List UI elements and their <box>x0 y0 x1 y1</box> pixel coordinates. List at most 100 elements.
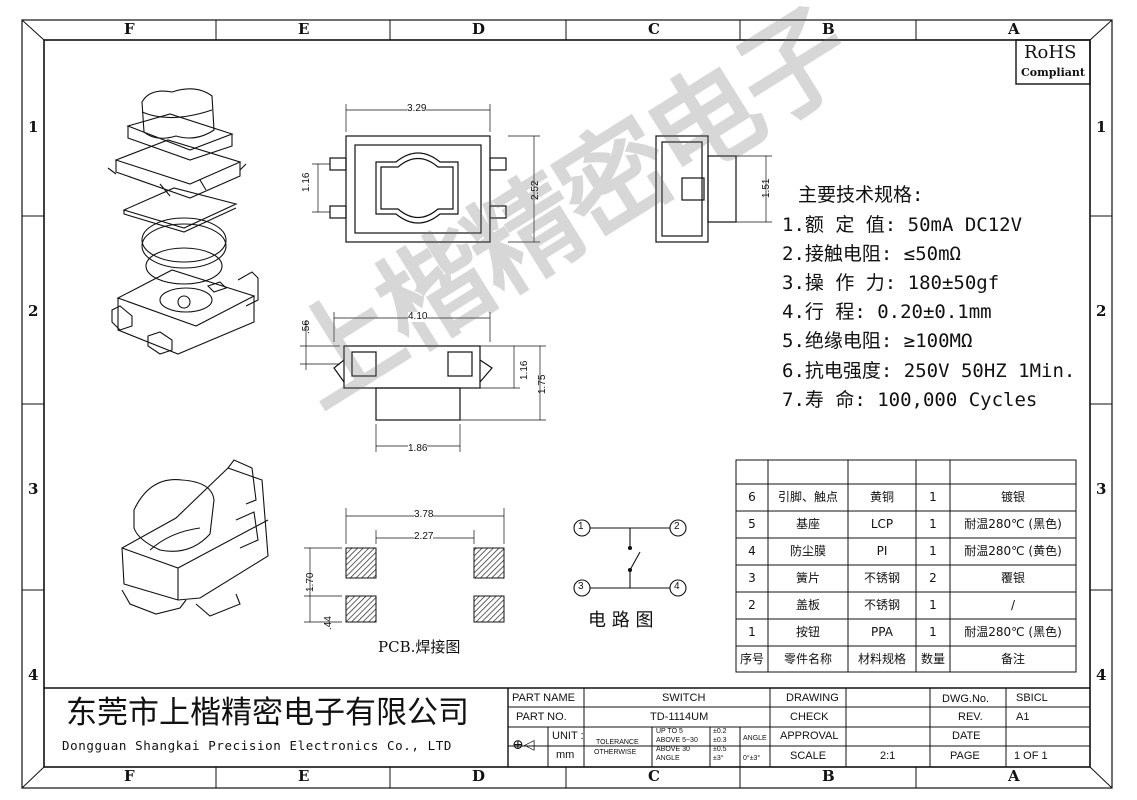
zone-col-b-top: B <box>822 20 835 38</box>
zone-col-a-top: A <box>1008 20 1020 38</box>
bom-header-cell: 零件名称 <box>783 652 832 666</box>
angle-value: 0°±3° <box>743 755 761 762</box>
unit-value: mm <box>556 749 575 761</box>
spec-item: 4.行 程: 0.20±0.1mm <box>782 301 992 323</box>
bom-cell: 6 <box>748 490 756 504</box>
zone-col-c-bottom: C <box>648 767 660 785</box>
bom-cell: 不锈钢 <box>863 598 900 612</box>
zone-col-f-bottom: F <box>124 767 135 785</box>
title-block-lines <box>44 687 1090 767</box>
bom-cell: 防尘膜 <box>789 544 826 558</box>
dim-body-height: 1.16 <box>519 360 530 380</box>
top-view <box>312 104 540 243</box>
zone-col-e-bottom: E <box>298 767 310 785</box>
bom-cell: 按钮 <box>795 625 820 639</box>
bom-cell: 2 <box>748 598 756 612</box>
bom-cell: 1 <box>929 625 937 639</box>
date-label: DATE <box>952 730 981 742</box>
spec-item: 2.接触电阻: ≤50mΩ <box>782 243 961 265</box>
exploded-view <box>107 88 259 355</box>
rohs-title: RoHS <box>1024 42 1077 63</box>
bom-cell: 1 <box>929 544 937 558</box>
rohs-subtitle: Compliant <box>1021 66 1085 79</box>
circuit-label: 电 路 图 <box>588 610 654 631</box>
page-label: PAGE <box>950 750 980 762</box>
bom-cell: 黄铜 <box>869 490 894 504</box>
dim-pad-inner: 2.27 <box>414 531 434 542</box>
spec-item: 5.绝缘电阻: ≥100MΩ <box>782 330 973 352</box>
zone-col-e-top: E <box>298 20 310 38</box>
page-value: 1 OF 1 <box>1014 750 1048 762</box>
spec-item: 7.寿 命: 100,000 Cycles <box>782 389 1038 411</box>
scale-label: SCALE <box>790 750 827 762</box>
tolerance-range: ANGLE <box>656 755 680 762</box>
circuit-pin-4: 4 <box>674 581 680 592</box>
zone-row-1-left: 1 <box>28 118 39 136</box>
dim-height-top: 2.52 <box>530 180 541 200</box>
tolerance-label: TOLERANCE <box>596 739 639 746</box>
bom-cell: 1 <box>929 517 937 531</box>
spec-item: 6.抗电强度: 250V 50HZ 1Min. <box>782 360 1076 382</box>
bom-cell: 1 <box>929 598 937 612</box>
zone-row-4-right: 4 <box>1096 666 1107 684</box>
side-view-right <box>655 135 772 243</box>
dim-lead-height: .56 <box>301 320 312 334</box>
scale-value: 2:1 <box>880 750 896 762</box>
bom-cell: 镀银 <box>1000 490 1025 504</box>
zone-row-3-right: 3 <box>1096 480 1107 498</box>
zone-col-d-bottom: D <box>472 767 486 785</box>
tolerance-range: ABOVE 30 <box>656 746 690 753</box>
circuit-pin-1: 1 <box>578 521 584 532</box>
dim-side-width: 1.51 <box>761 178 772 198</box>
drawing-label: DRAWING <box>786 692 839 704</box>
approval-label: APPROVAL <box>780 730 839 742</box>
bom-cell: LCP <box>870 517 894 531</box>
bom-cell: 3 <box>748 571 756 585</box>
bom-cell: PPA <box>871 625 893 639</box>
angle-label: ANGLE <box>743 735 767 742</box>
pcb-land-pattern <box>304 508 505 623</box>
tolerance-value: ±0.3 <box>713 737 727 744</box>
circuit-pin-2: 2 <box>674 521 680 532</box>
bom-cell: 4 <box>748 544 756 558</box>
pcb-label: PCB.焊接图 <box>378 638 461 656</box>
dwg-no-value: SBICL <box>1016 692 1048 704</box>
bom-table-lines <box>735 459 1077 673</box>
otherwise-label: OTHERWISE <box>594 749 637 756</box>
dim-total-height: 1.75 <box>537 374 548 394</box>
bom-cell: 簧片 <box>795 571 820 585</box>
bom-header-cell: 备注 <box>1000 652 1025 666</box>
zone-row-2-right: 2 <box>1096 302 1107 320</box>
circuit-diagram <box>573 519 687 597</box>
zone-row-2-left: 2 <box>28 302 39 320</box>
bom-cell: 5 <box>748 517 756 531</box>
dim-pad-pitch: 1.70 <box>305 572 316 592</box>
dim-pad-outer: 3.78 <box>414 509 434 520</box>
company-name-cn: 东莞市上楷精密电子有限公司 <box>66 695 469 731</box>
bom-cell: 盖板 <box>795 598 820 612</box>
dwg-no-label: DWG.No. <box>942 693 990 705</box>
bom-cell: PI <box>876 544 888 558</box>
zone-row-4-left: 4 <box>28 666 39 684</box>
projection-symbol-icon: ⊕◁ <box>512 737 535 753</box>
zone-col-b-bottom: B <box>822 767 835 785</box>
rev-value: A1 <box>1016 711 1030 723</box>
bom-cell: 耐温280℃ (黑色) <box>964 517 1062 531</box>
zone-col-c-top: C <box>648 20 660 38</box>
zone-col-f-top: F <box>124 20 135 38</box>
bom-cell: 2 <box>929 571 937 585</box>
zone-col-d-top: D <box>472 20 486 38</box>
dim-pin-pitch-top: 1.16 <box>301 172 312 192</box>
dim-actuator-width: 1.86 <box>408 443 428 454</box>
zone-col-a-bottom: A <box>1008 767 1020 785</box>
spec-title: 主要技术规格: <box>798 184 924 206</box>
bom-header-cell: 材料规格 <box>857 652 906 666</box>
part-no-value: TD-1114UM <box>650 711 709 723</box>
dim-pad-size: .44 <box>323 616 334 630</box>
circuit-pin-3: 3 <box>578 581 584 592</box>
part-name-label: PART NAME <box>512 692 575 704</box>
bom-header-cell: 序号 <box>739 652 764 666</box>
bom-cell: 1 <box>748 625 756 639</box>
tolerance-value: ±0.5 <box>713 746 727 753</box>
